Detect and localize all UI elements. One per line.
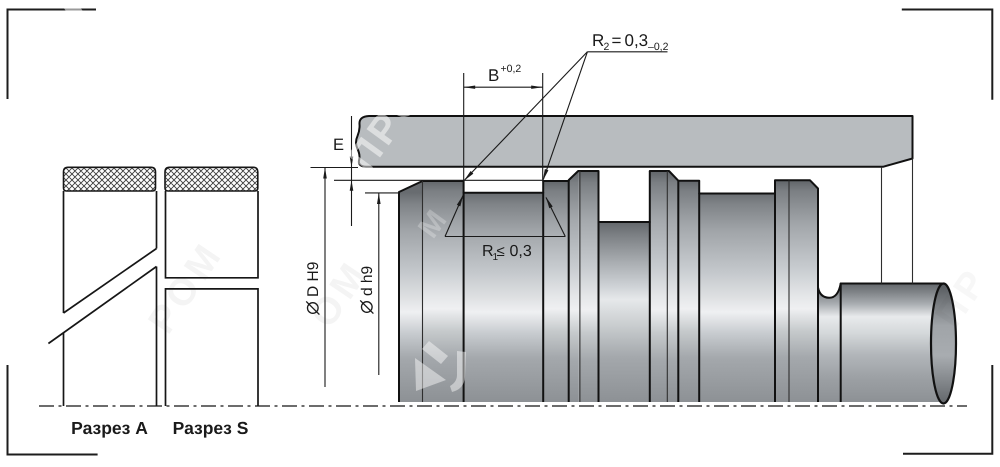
svg-text:R: R	[482, 243, 494, 260]
svg-text:R: R	[592, 31, 604, 50]
svg-text:+0,2: +0,2	[501, 63, 522, 75]
svg-text:d h9: d h9	[359, 266, 376, 296]
svg-text:E: E	[333, 136, 344, 154]
svg-text:–0,2: –0,2	[648, 41, 669, 53]
svg-text:=: =	[612, 31, 622, 50]
svg-text:0,3: 0,3	[510, 243, 532, 260]
svg-text:2: 2	[604, 41, 610, 53]
svg-text:B: B	[488, 66, 499, 85]
svg-text:Разрез S: Разрез S	[173, 418, 249, 438]
svg-text:Разрез А: Разрез А	[71, 418, 148, 438]
svg-text:D H9: D H9	[305, 262, 322, 297]
svg-text:≤: ≤	[497, 243, 505, 260]
svg-text:1: 1	[493, 252, 499, 263]
svg-text:0,3: 0,3	[625, 31, 649, 50]
